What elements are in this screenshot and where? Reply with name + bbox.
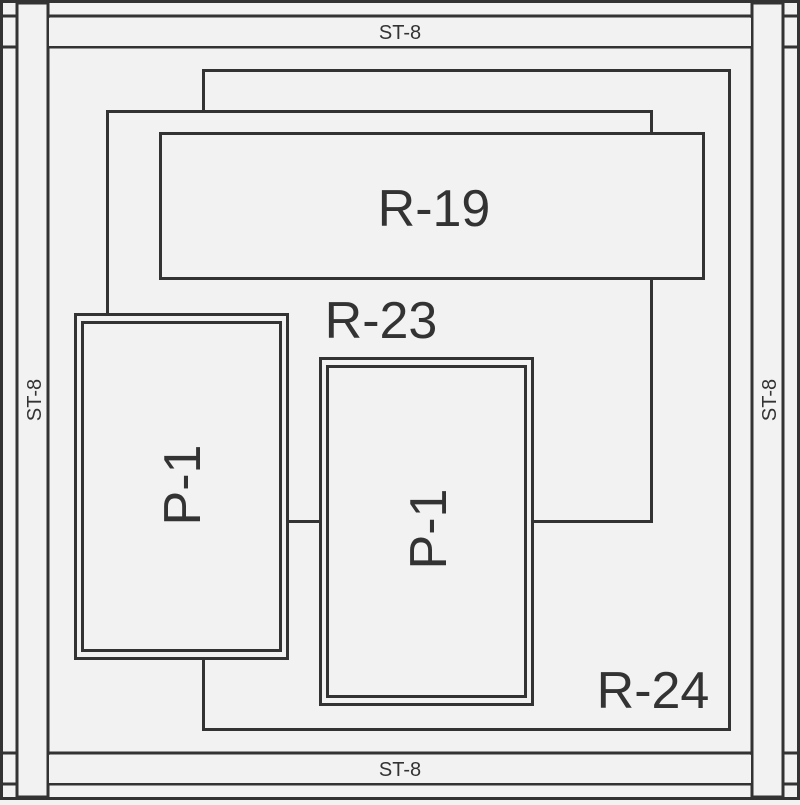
strip-right-label: ST-8 (759, 379, 781, 421)
strip-top-label: ST-8 (379, 22, 421, 44)
room-r19 (159, 132, 705, 280)
panel-p1-right (319, 357, 534, 706)
strip-right (750, 1, 797, 799)
label-r23: R-23 (325, 292, 438, 350)
label-p1-right: P-1 (400, 489, 458, 570)
strip-left-label: ST-8 (24, 379, 46, 421)
label-p1-left: P-1 (154, 445, 212, 526)
strip-bottom-label: ST-8 (379, 759, 421, 781)
label-r24: R-24 (597, 662, 710, 720)
strip-left (3, 1, 50, 799)
label-r19: R-19 (378, 180, 491, 238)
strip-top (0, 14, 800, 49)
panel-p1-left (74, 313, 289, 660)
strip-bottom (0, 751, 800, 786)
